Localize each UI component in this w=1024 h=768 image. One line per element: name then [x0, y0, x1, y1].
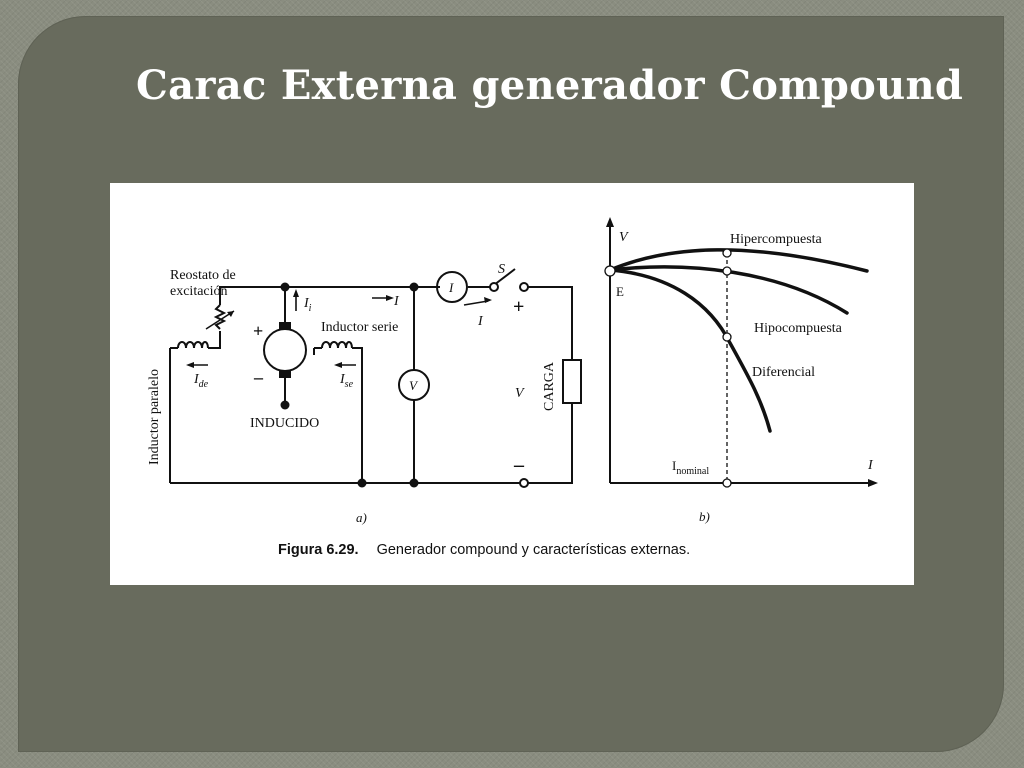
hipocompuesta-label: Hipocompuesta: [754, 321, 843, 336]
v-axis-label: V: [619, 230, 629, 245]
voltmeter-label: V: [409, 378, 419, 393]
diferencial-label: Diferencial: [752, 365, 815, 380]
minus-terminal: –: [513, 454, 525, 476]
voltage-label: V: [515, 386, 525, 401]
armature-plus: +: [253, 321, 263, 341]
hipercompuesta-label: Hipercompuesta: [730, 232, 823, 247]
rheostat: [213, 304, 227, 330]
graph-sublabel: b): [699, 509, 710, 524]
ii-label: Ii: [303, 296, 312, 314]
voltmeter-circle: [398, 369, 430, 401]
figure-svg: Reostato de excitación Inductor paralelo…: [147, 217, 878, 525]
series-coil: [321, 341, 353, 349]
e-label: E: [616, 284, 624, 299]
ide-label: Ide: [193, 372, 209, 390]
circuit-wires: [169, 268, 573, 484]
reostato-label-2: excitación: [170, 284, 228, 299]
junction-dots: [280, 282, 419, 488]
i-axis-arrow: [868, 479, 878, 487]
inominal-label: Inominal: [672, 458, 709, 477]
inducido-label: INDUCIDO: [250, 416, 319, 431]
switch-label: S: [498, 262, 505, 277]
inominal-subscript: nominal: [676, 466, 709, 477]
figure-caption: Figura 6.29. Generador compound y caracte…: [278, 542, 690, 558]
curve-hipercompuesta: [608, 248, 869, 273]
carga-label: CARGA: [542, 361, 557, 411]
inductor-paralelo-label: Inductor paralelo: [147, 369, 162, 465]
load-resistor: [562, 359, 582, 404]
armature-minus: –: [253, 367, 264, 387]
caption-text: Generador compound y características ext…: [376, 542, 691, 558]
curve-diferencial: [608, 268, 772, 433]
inductor-serie-label: Inductor serie: [321, 320, 398, 335]
slide-title: Carac Externa generador Compound: [136, 62, 964, 109]
reostato-label-1: Reostato de: [170, 268, 236, 283]
shunt-coil: [177, 341, 209, 349]
graph-points: [604, 248, 732, 488]
v-axis-arrow: [606, 217, 614, 227]
caption-number: Figura 6.29.: [278, 542, 359, 558]
ise-label: Ise: [339, 372, 354, 390]
ammeter-label: I: [448, 280, 454, 295]
curve-hipocompuesta: [608, 265, 849, 315]
circuit-sublabel: a): [356, 510, 367, 525]
i-axis-label: I: [867, 458, 874, 473]
ammeter-circle: [436, 271, 468, 303]
plus-terminal: +: [513, 296, 524, 318]
current-label-load: I: [477, 314, 484, 329]
figure-panel: Reostato de excitación Inductor paralelo…: [110, 183, 914, 585]
armature-circle: [263, 328, 307, 372]
current-label-top: I: [393, 294, 400, 309]
